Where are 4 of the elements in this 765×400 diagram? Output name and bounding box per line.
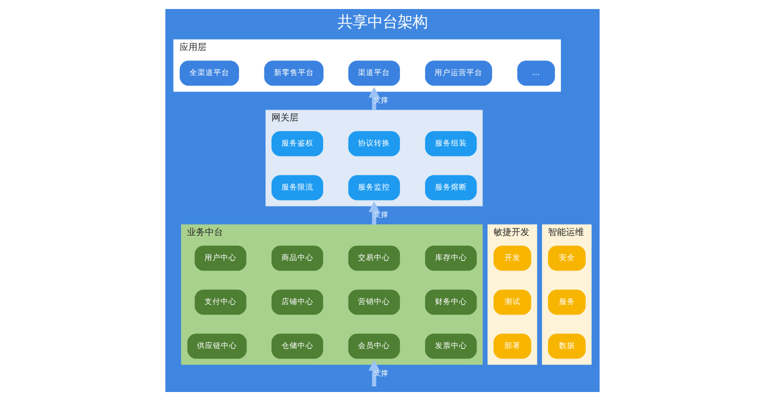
arrow	[368, 86, 380, 110]
arrow	[368, 200, 380, 224]
arrow	[368, 359, 380, 386]
diagram-title: 共享中台架构	[338, 12, 428, 30]
